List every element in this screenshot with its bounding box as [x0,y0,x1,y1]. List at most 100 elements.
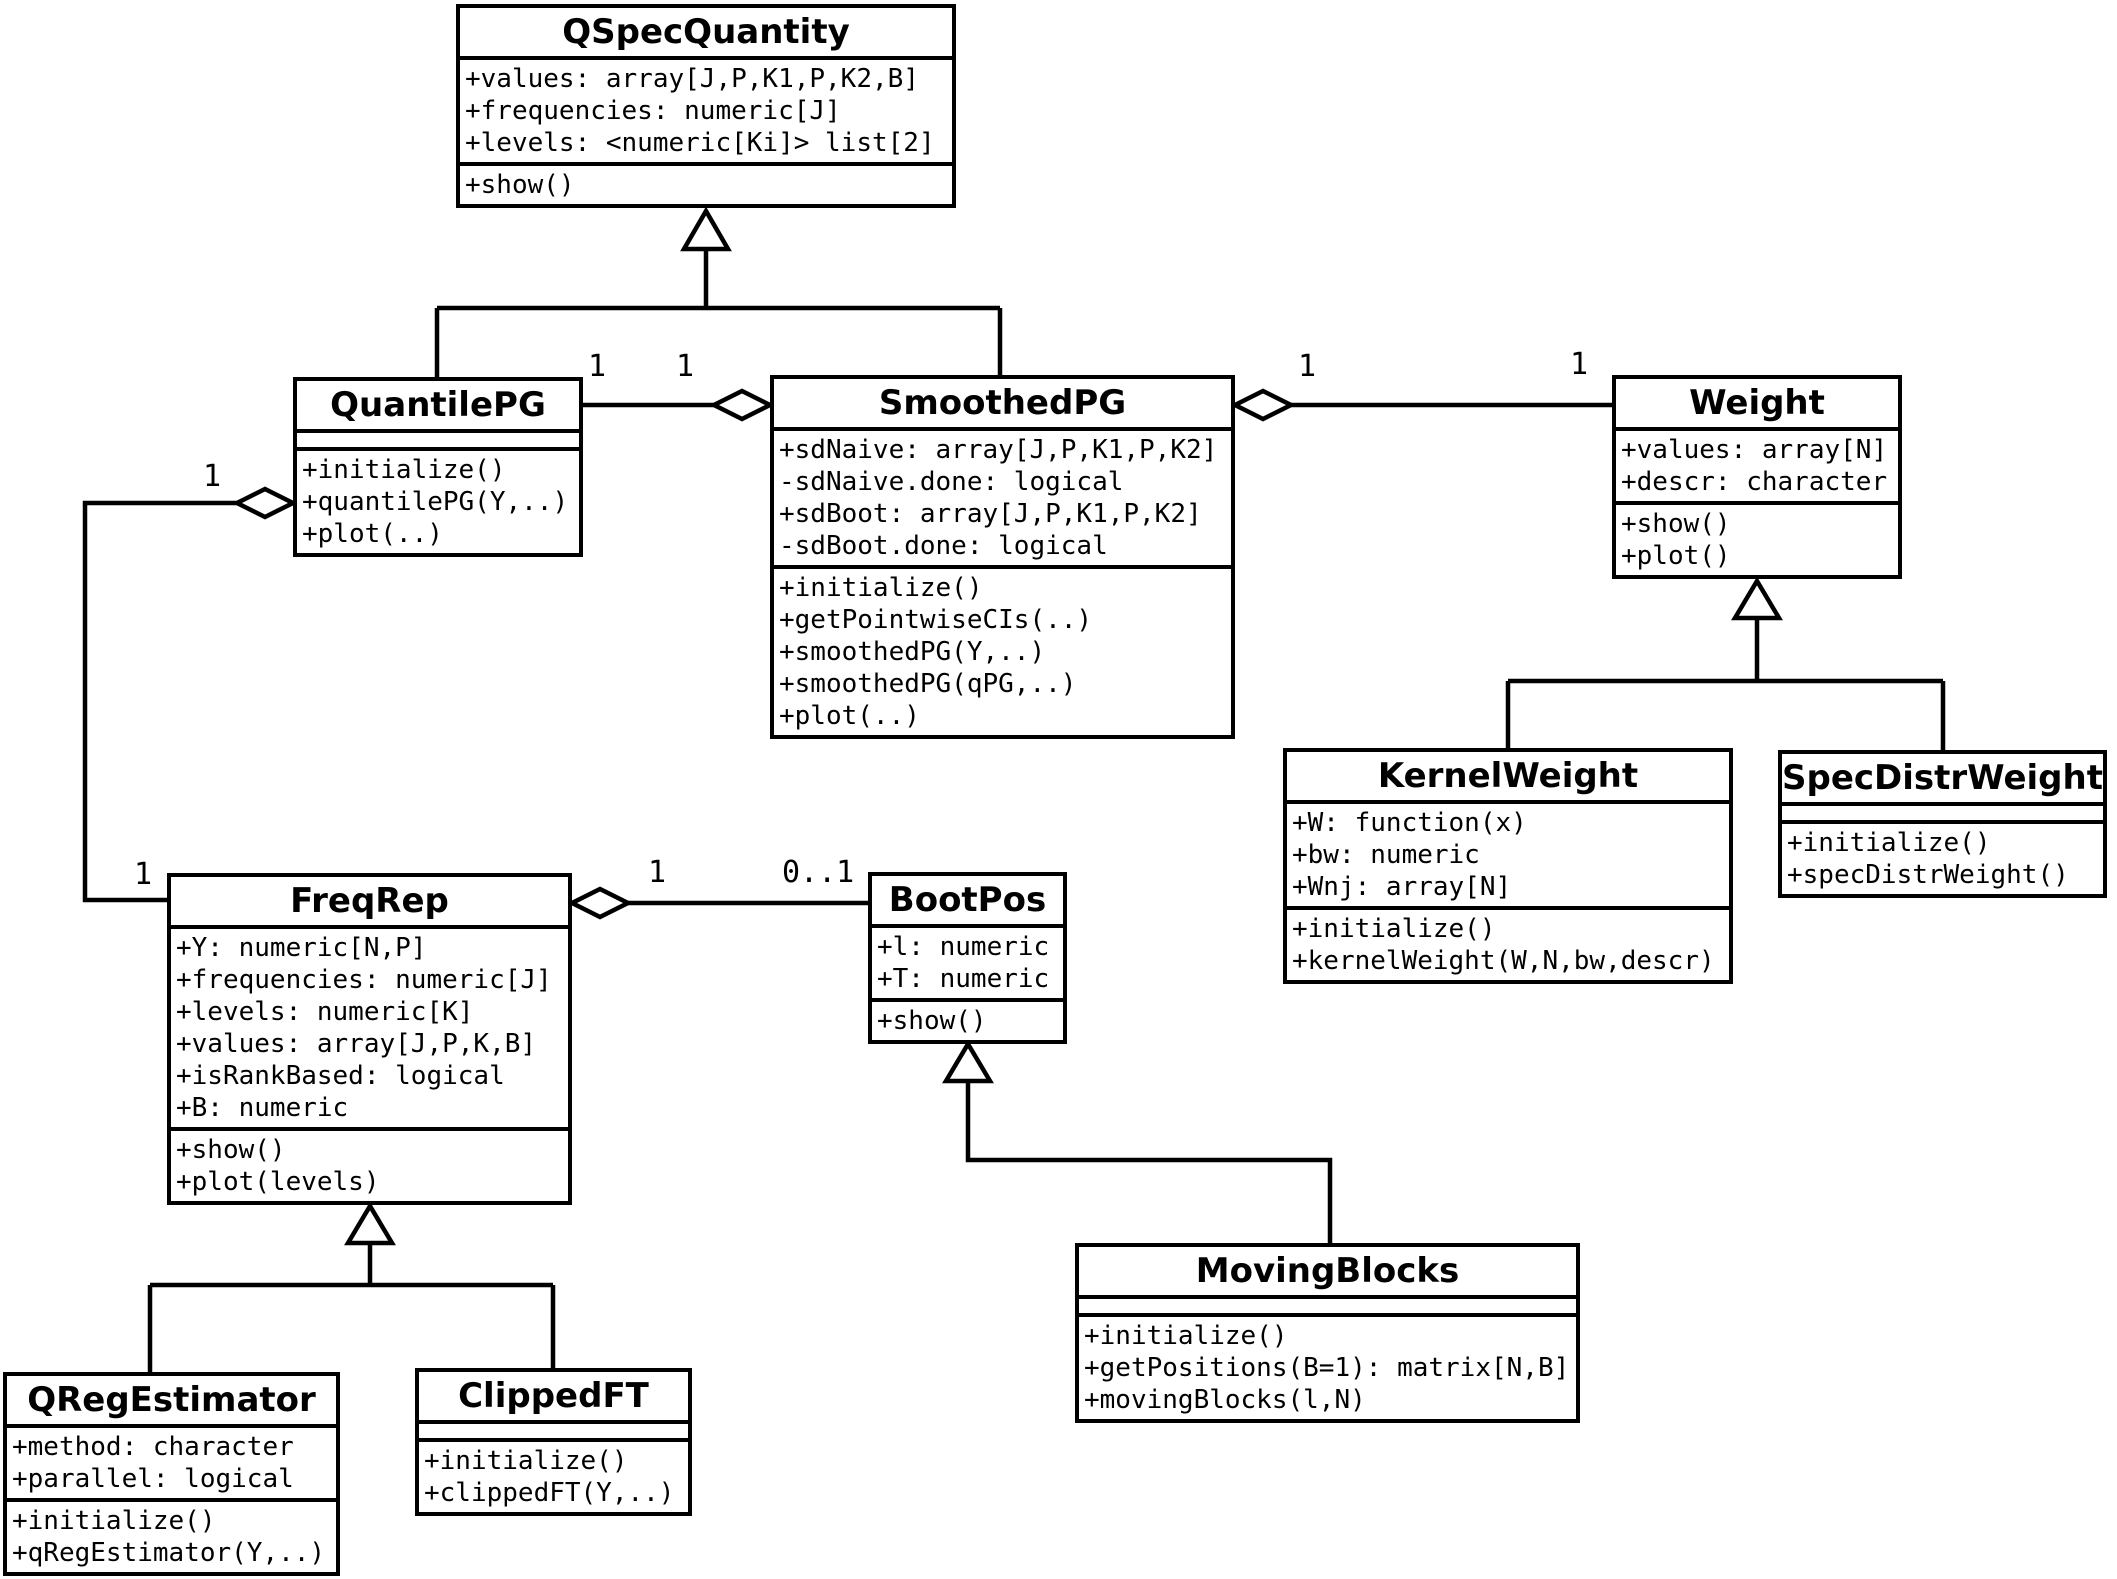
class-weight: Weight +values: array[N] +descr: charact… [1612,375,1902,579]
generalization-to-qspecquantity [434,206,1003,377]
methods-section: +show() [460,162,952,204]
attribute: +parallel: logical [12,1464,294,1494]
attribute: +descr: character [1621,467,1888,497]
method: +kernelWeight(W,N,bw,descr) [1292,946,1715,976]
multiplicity-label: 1 [134,857,153,892]
methods-section: +initialize() +clippedFT(Y,..) [419,1438,688,1512]
method: +specDistrWeight() [1787,860,2069,890]
multiplicity-label: 1 [1298,349,1317,384]
attribute: +T: numeric [877,964,1050,994]
attributes-section: +sdNaive: array[J,P,K1,P,K2] -sdNaive.do… [774,427,1231,565]
attributes-section: +values: array[N] +descr: character [1616,427,1898,501]
class-qregestimator: QRegEstimator +method: character +parall… [3,1372,340,1576]
attributes-section: +method: character +parallel: logical [7,1424,336,1498]
aggregation-diamond-icon [708,388,776,422]
method: +show() [176,1135,286,1165]
attribute: +sdBoot: array[J,P,K1,P,K2] [779,499,1202,529]
class-title: KernelWeight [1377,756,1639,796]
attribute: +W: function(x) [1292,808,1527,838]
multiplicity-label: 1 [588,349,607,384]
attribute: +l: numeric [877,932,1050,962]
method: +qRegEstimator(Y,..) [12,1538,326,1568]
method: +smoothedPG(Y,..) [779,637,1046,667]
attribute: +values: array[N] [1621,435,1888,465]
aggregation-smoothedpg-weight [1229,388,1612,422]
attributes-section: +values: array[J,P,K1,P,K2,B] +frequenci… [460,56,952,162]
attribute: +values: array[J,P,K1,P,K2,B] [465,64,919,94]
attribute: +B: numeric [176,1093,349,1123]
class-kernelweight: KernelWeight +W: function(x) +bw: numeri… [1283,748,1733,984]
class-specdistrweight: SpecDistrWeight +initialize() +specDistr… [1778,750,2107,898]
class-title: QSpecQuantity [562,12,850,52]
attribute: +levels: <numeric[Ki]> list[2] [465,128,935,158]
method: +plot() [1621,541,1731,571]
class-title: BootPos [888,880,1047,920]
attribute: +bw: numeric [1292,840,1480,870]
class-title: Weight [1689,383,1825,423]
method: +plot(..) [779,701,920,731]
class-title: SmoothedPG [878,383,1127,423]
method: +quantilePG(Y,..) [302,487,569,517]
attribute: +frequencies: numeric[J] [176,965,552,995]
attribute: +levels: numeric[K] [176,997,474,1027]
class-title: QuantilePG [330,385,546,425]
methods-section: +show() +plot(levels) [171,1127,568,1201]
attribute: +values: array[J,P,K,B] [176,1029,537,1059]
methods-section: +show() [872,998,1063,1040]
generalization-to-freqrep [147,1201,556,1372]
attribute: +sdNaive: array[J,P,K1,P,K2] [779,435,1218,465]
method: +initialize() [779,573,983,603]
method: +initialize() [12,1506,216,1536]
methods-section: +initialize() +getPointwiseCIs(..) +smoo… [774,565,1231,735]
multiplicity-label: 1 [1570,347,1589,382]
multiplicity-label: 1 [676,349,695,384]
method: +smoothedPG(qPG,..) [779,669,1077,699]
method: +initialize() [302,455,506,485]
attributes-section [419,1420,688,1438]
methods-section: +initialize() +specDistrWeight() [1782,820,2103,894]
generalization-to-bootpos [942,1039,1333,1243]
attributes-section: +Y: numeric[N,P] +frequencies: numeric[J… [171,925,568,1127]
multiplicity-label: 1 [203,459,222,494]
class-clippedft: ClippedFT +initialize() +clippedFT(Y,..) [415,1368,692,1516]
attributes-section [297,429,579,447]
methods-section: +show() +plot() [1616,501,1898,575]
generalization-arrow-icon [1731,576,1783,621]
aggregation-diamond-icon [1229,388,1297,422]
attributes-section [1079,1295,1576,1313]
attribute: -sdNaive.done: logical [779,467,1124,497]
method: +getPositions(B=1): matrix[N,B] [1084,1353,1570,1383]
class-title: MovingBlocks [1195,1251,1460,1291]
method: +initialize() [1292,914,1496,944]
attributes-section [1782,802,2103,820]
aggregation-diamond-icon [231,486,299,520]
aggregation-diamond-icon [566,886,634,920]
methods-section: +initialize() +qRegEstimator(Y,..) [7,1498,336,1572]
attribute: +frequencies: numeric[J] [465,96,841,126]
generalization-arrow-icon [942,1039,994,1084]
method: +initialize() [1787,828,1991,858]
method: +plot(levels) [176,1167,380,1197]
aggregation-freqrep-bootpos [566,886,868,920]
methods-section: +initialize() +kernelWeight(W,N,bw,descr… [1287,906,1729,980]
class-title: QRegEstimator [27,1380,316,1420]
class-bootpos: BootPos +l: numeric +T: numeric +show() [868,872,1067,1044]
attributes-section: +l: numeric +T: numeric [872,924,1063,998]
method: +movingBlocks(l,N) [1084,1385,1366,1415]
generalization-to-weight [1505,576,1946,750]
class-title: SpecDistrWeight [1782,758,2103,798]
class-title: ClippedFT [458,1376,649,1416]
methods-section: +initialize() +quantilePG(Y,..) +plot(..… [297,447,579,553]
multiplicity-label: 1 [648,855,667,890]
multiplicity-label: 0..1 [782,855,855,890]
attribute: +method: character [12,1432,294,1462]
class-qspecquantity: QSpecQuantity +values: array[J,P,K1,P,K2… [456,4,956,208]
method: +clippedFT(Y,..) [424,1478,675,1508]
generalization-arrow-icon [344,1201,396,1246]
method: +show() [465,170,575,200]
aggregation-quantilepg-freqrep [82,486,299,903]
class-movingblocks: MovingBlocks +initialize() +getPositions… [1075,1243,1580,1423]
method: +initialize() [1084,1321,1288,1351]
class-freqrep: FreqRep +Y: numeric[N,P] +frequencies: n… [167,873,572,1205]
